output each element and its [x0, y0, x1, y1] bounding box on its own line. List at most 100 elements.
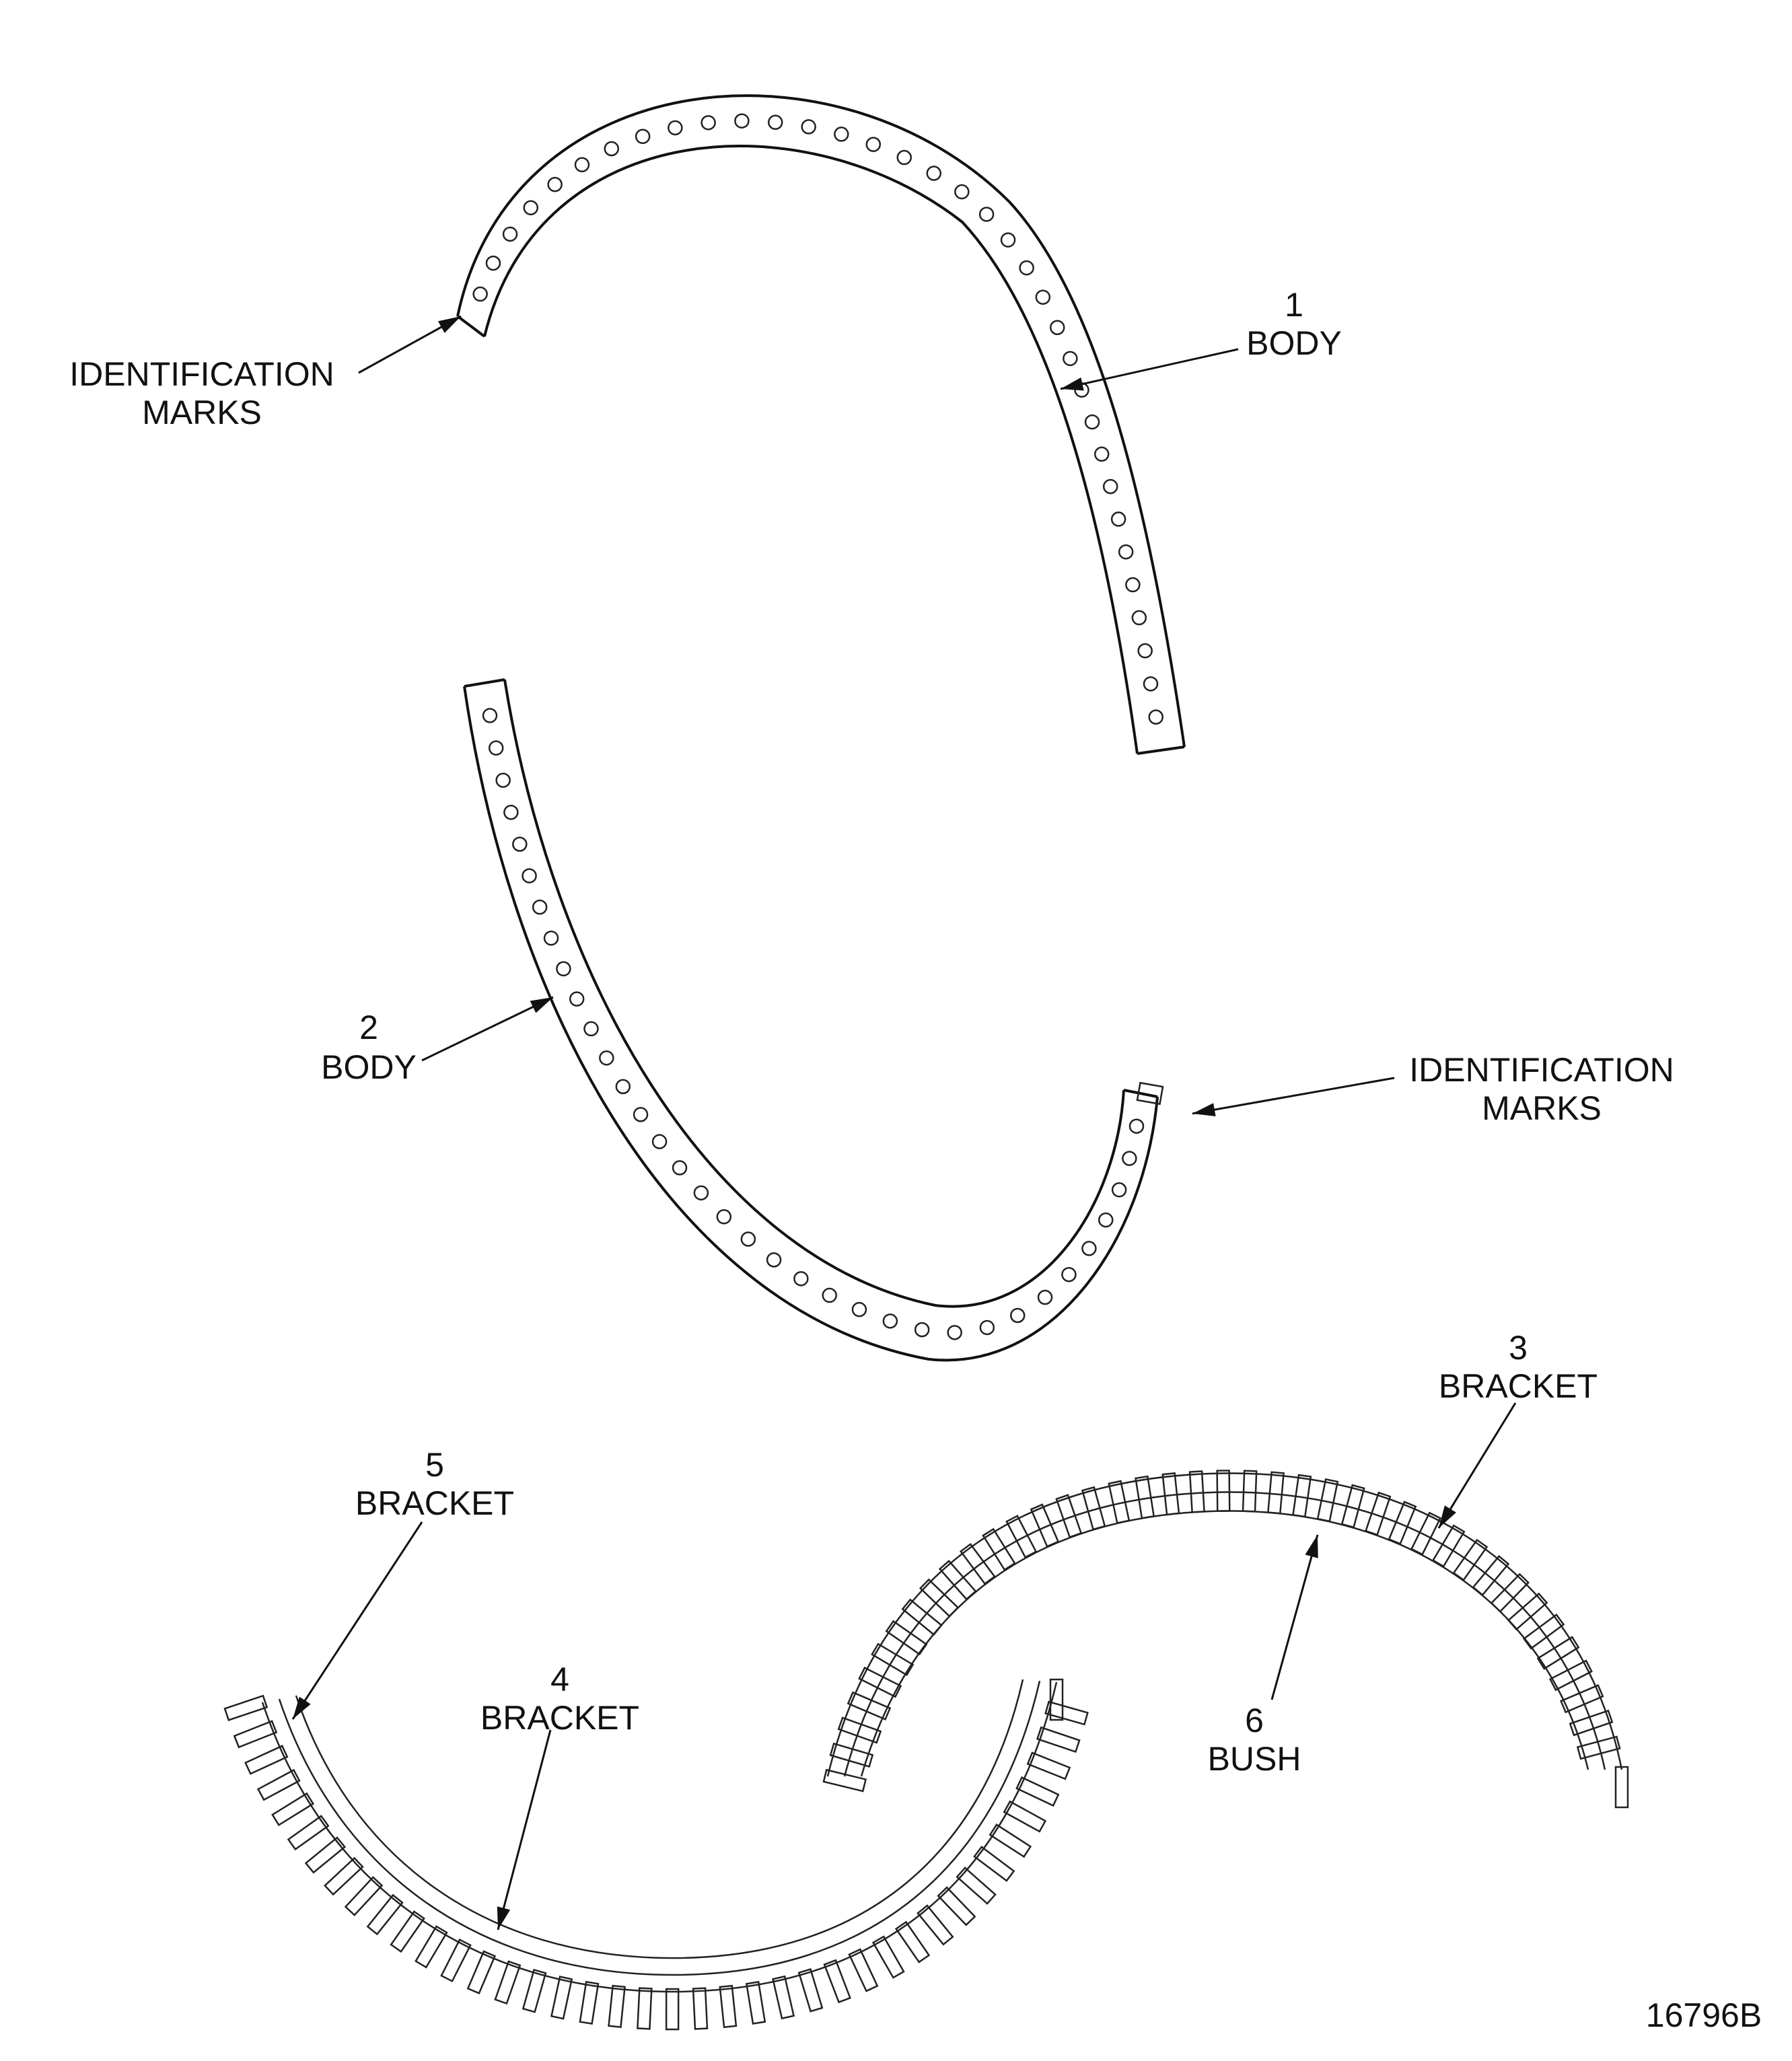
bracket-tab — [1559, 1684, 1604, 1714]
bracket-tab — [1410, 1511, 1442, 1556]
bracket-tab — [989, 1823, 1032, 1858]
bracket-tab — [1507, 1592, 1548, 1631]
bracket-tab — [847, 1691, 892, 1721]
bracket-tab — [885, 1620, 928, 1656]
hole — [1000, 232, 1016, 248]
hole — [767, 114, 783, 131]
bracket-tab — [324, 1856, 364, 1896]
bracket-tab — [271, 1792, 315, 1827]
hole — [1148, 709, 1163, 725]
hole — [801, 119, 816, 135]
bracket-tab — [344, 1876, 384, 1916]
leader-body-2 — [421, 996, 554, 1062]
hole — [615, 1079, 631, 1095]
hole — [532, 899, 548, 915]
bracket-tab — [287, 1815, 330, 1851]
bracket-tab — [894, 1920, 931, 1963]
leader-id-marks-mid — [1192, 1077, 1395, 1117]
bracket-tab — [1030, 1503, 1060, 1548]
bracket-tab — [1003, 1800, 1047, 1833]
bracket-tab — [665, 1988, 680, 2031]
hole — [1122, 1151, 1137, 1166]
bracket-tab — [1316, 1478, 1339, 1523]
hole — [1111, 1182, 1127, 1198]
bracket-tab — [1044, 1700, 1089, 1726]
hole — [1019, 260, 1034, 276]
hole — [947, 1325, 962, 1340]
bracket-tab — [366, 1893, 404, 1936]
bracket-tab — [1536, 1636, 1580, 1670]
bracket-tab — [637, 1987, 653, 2030]
bracket-tab — [1216, 1470, 1231, 1512]
leader-bracket-4 — [497, 1729, 552, 1930]
leader-body-1 — [1060, 348, 1239, 391]
bracket-tab — [848, 1948, 879, 1992]
hole — [1118, 544, 1134, 560]
hole — [1009, 1307, 1026, 1324]
hole — [1102, 478, 1118, 495]
bracket-tab — [871, 1642, 915, 1677]
body-2-number: 2 — [359, 1009, 378, 1046]
id-marks-mid-line2: MARKS — [1482, 1089, 1602, 1127]
hole — [569, 991, 585, 1007]
hole — [1063, 351, 1078, 367]
bracket-tab — [1026, 1751, 1071, 1780]
hole — [1049, 320, 1065, 335]
hole — [1098, 1212, 1114, 1228]
bracket-tab — [901, 1598, 943, 1636]
bracket-3-number: 3 — [1509, 1329, 1528, 1367]
figure-id: 16796B — [1646, 1996, 1762, 2034]
bracket-3-name: BRACKET — [1439, 1367, 1598, 1405]
hole — [716, 1209, 732, 1225]
bracket-5-name: BRACKET — [355, 1484, 514, 1522]
bracket-tab — [837, 1716, 882, 1744]
bracket-tab — [719, 1984, 738, 2029]
bracket-3-part — [822, 1470, 1629, 1809]
bracket-tab — [1267, 1471, 1285, 1515]
bracket-tab — [1522, 1614, 1565, 1650]
hole — [547, 176, 563, 192]
body-2-name: BODY — [321, 1048, 417, 1086]
hole — [574, 157, 590, 173]
bracket-tab — [1340, 1484, 1365, 1529]
hole — [914, 1322, 930, 1338]
bracket-tab — [692, 1987, 709, 2030]
bracket-4-name: BRACKET — [480, 1699, 639, 1737]
bracket-tab — [1135, 1475, 1155, 1519]
bracket-tab — [1188, 1470, 1205, 1513]
bracket-tab — [1161, 1472, 1180, 1516]
hole — [766, 1252, 782, 1268]
bracket-tab — [522, 1968, 547, 2013]
hole — [865, 137, 882, 152]
bracket-tab — [745, 1981, 766, 2025]
hole — [485, 255, 501, 271]
hole — [482, 708, 498, 723]
bracket-tab — [1452, 1538, 1489, 1581]
hole — [979, 1319, 995, 1336]
hole — [635, 129, 651, 145]
id-marks-top-line1: IDENTIFICATION — [69, 355, 334, 393]
bracket-tab — [1490, 1572, 1530, 1613]
hole — [543, 930, 559, 946]
bush-6-number: 6 — [1245, 1702, 1264, 1739]
bracket-tab — [415, 1925, 448, 1969]
bracket-tab — [1242, 1470, 1258, 1513]
bracket-tab — [960, 1543, 996, 1585]
bracket-tab — [1431, 1524, 1466, 1568]
bracket-tab — [1614, 1766, 1629, 1809]
hole — [896, 149, 912, 166]
body-1-part — [456, 94, 1186, 755]
bracket-tab — [1049, 1678, 1064, 1721]
leader-id-marks-top — [358, 315, 462, 374]
bracket-tab — [579, 1981, 600, 2025]
hole — [822, 1287, 837, 1303]
hole — [882, 1313, 898, 1329]
bracket-tab — [797, 1968, 824, 2013]
hole — [793, 1271, 809, 1287]
hole — [1131, 610, 1147, 626]
hole — [954, 184, 970, 200]
bracket-tab — [1055, 1494, 1083, 1539]
leader-bracket-5 — [291, 1521, 423, 1720]
hole — [978, 207, 995, 222]
hole — [502, 226, 518, 242]
